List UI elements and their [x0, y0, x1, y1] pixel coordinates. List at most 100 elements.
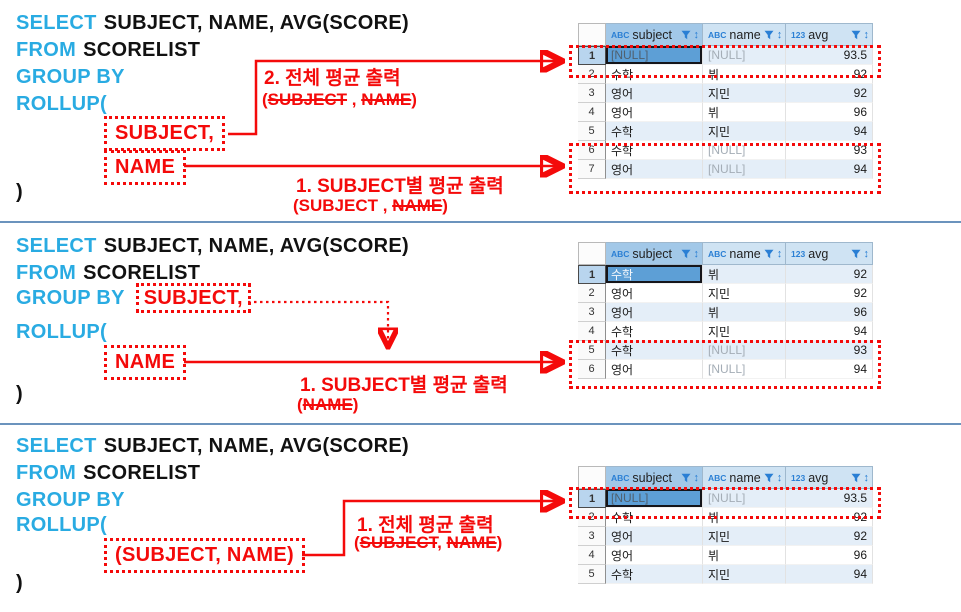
- cell-avg[interactable]: 92: [786, 527, 873, 546]
- sort-icon[interactable]: ↕: [776, 28, 783, 41]
- cell-name[interactable]: 지민: [703, 122, 786, 141]
- row-number[interactable]: 3: [578, 303, 606, 322]
- cell-avg[interactable]: 94: [786, 122, 873, 141]
- filter-icon[interactable]: [681, 30, 691, 40]
- row-number[interactable]: 5: [578, 565, 606, 584]
- row-number[interactable]: 5: [578, 341, 606, 360]
- sort-icon[interactable]: ↕: [693, 28, 700, 41]
- cell-avg[interactable]: 92: [786, 284, 873, 303]
- cell-subject[interactable]: 수학: [606, 141, 703, 160]
- cell-subject[interactable]: 영어: [606, 284, 703, 303]
- cell-avg[interactable]: 93.5: [786, 489, 873, 508]
- cell-name[interactable]: 지민: [703, 565, 786, 584]
- sort-icon[interactable]: ↕: [863, 471, 870, 484]
- filter-icon[interactable]: [681, 473, 691, 483]
- cell-subject[interactable]: 영어: [606, 546, 703, 565]
- row-number[interactable]: 5: [578, 122, 606, 141]
- cell-avg[interactable]: 94: [786, 322, 873, 341]
- cell-subject[interactable]: 영어: [606, 84, 703, 103]
- row-number[interactable]: 3: [578, 84, 606, 103]
- row-number[interactable]: 3: [578, 527, 606, 546]
- row-number[interactable]: 7: [578, 160, 606, 179]
- row-number[interactable]: 2: [578, 65, 606, 84]
- row-number[interactable]: 4: [578, 546, 606, 565]
- row-number[interactable]: 4: [578, 322, 606, 341]
- cell-subject[interactable]: 영어: [606, 160, 703, 179]
- cell-subject[interactable]: 영어: [606, 527, 703, 546]
- sort-icon[interactable]: ↕: [776, 247, 783, 260]
- filter-icon[interactable]: [764, 249, 774, 259]
- sort-icon[interactable]: ↕: [693, 247, 700, 260]
- cell-avg[interactable]: 96: [786, 303, 873, 322]
- cell-subject[interactable]: 영어: [606, 303, 703, 322]
- cell-avg[interactable]: 93: [786, 341, 873, 360]
- cell-subject[interactable]: 수학: [606, 341, 703, 360]
- cell-name[interactable]: [NULL]: [703, 489, 786, 508]
- cell-name[interactable]: [NULL]: [703, 141, 786, 160]
- filter-icon[interactable]: [851, 473, 861, 483]
- text-segment: (: [297, 395, 303, 414]
- filter-icon[interactable]: [764, 473, 774, 483]
- row-number[interactable]: 1: [578, 265, 606, 284]
- cell-name[interactable]: 지민: [703, 527, 786, 546]
- cell-name[interactable]: 뷔: [703, 103, 786, 122]
- grid-corner-cell[interactable]: [578, 466, 606, 489]
- cell-avg[interactable]: 96: [786, 546, 873, 565]
- sort-icon[interactable]: ↕: [776, 471, 783, 484]
- cell-avg[interactable]: 92: [786, 265, 873, 284]
- cell-subject[interactable]: 영어: [606, 103, 703, 122]
- cell-subject[interactable]: 수학: [606, 65, 703, 84]
- cell-avg[interactable]: 94: [786, 160, 873, 179]
- filter-icon[interactable]: [681, 249, 691, 259]
- cell-subject[interactable]: 수학: [606, 565, 703, 584]
- cell-avg[interactable]: 92: [786, 84, 873, 103]
- cell-name[interactable]: 뷔: [703, 303, 786, 322]
- cell-name[interactable]: 뷔: [703, 546, 786, 565]
- cell-name[interactable]: 지민: [703, 322, 786, 341]
- grid-corner-cell[interactable]: [578, 23, 606, 46]
- cell-avg[interactable]: 96: [786, 103, 873, 122]
- sort-icon[interactable]: ↕: [863, 28, 870, 41]
- sort-icon[interactable]: ↕: [693, 471, 700, 484]
- filter-icon[interactable]: [851, 249, 861, 259]
- cell-name[interactable]: 지민: [703, 284, 786, 303]
- cell-subject[interactable]: 수학: [606, 122, 703, 141]
- cell-name[interactable]: [NULL]: [703, 341, 786, 360]
- row-number[interactable]: 6: [578, 360, 606, 379]
- filter-icon[interactable]: [764, 30, 774, 40]
- cell-subject[interactable]: [NULL]: [606, 489, 703, 508]
- cell-name[interactable]: 지민: [703, 84, 786, 103]
- cell-avg[interactable]: 94: [786, 360, 873, 379]
- cell-name[interactable]: 뷔: [703, 265, 786, 284]
- cell-subject[interactable]: [NULL]: [606, 46, 703, 65]
- sort-icon[interactable]: ↕: [863, 247, 870, 260]
- cell-avg[interactable]: 94: [786, 565, 873, 584]
- cell-name[interactable]: [NULL]: [703, 360, 786, 379]
- grid-corner-cell[interactable]: [578, 242, 606, 265]
- cell-subject[interactable]: 영어: [606, 360, 703, 379]
- filter-icon[interactable]: [851, 30, 861, 40]
- sql-keyword: FROM: [16, 462, 77, 484]
- cell-name[interactable]: [NULL]: [703, 46, 786, 65]
- cell-name[interactable]: [NULL]: [703, 160, 786, 179]
- cell-subject[interactable]: 수학: [606, 322, 703, 341]
- cell-avg[interactable]: 93.5: [786, 46, 873, 65]
- cell-subject[interactable]: 수학: [606, 265, 703, 284]
- row-number[interactable]: 4: [578, 103, 606, 122]
- cell-name[interactable]: 뷔: [703, 65, 786, 84]
- cell-avg[interactable]: 93: [786, 141, 873, 160]
- row-number[interactable]: 2: [578, 284, 606, 303]
